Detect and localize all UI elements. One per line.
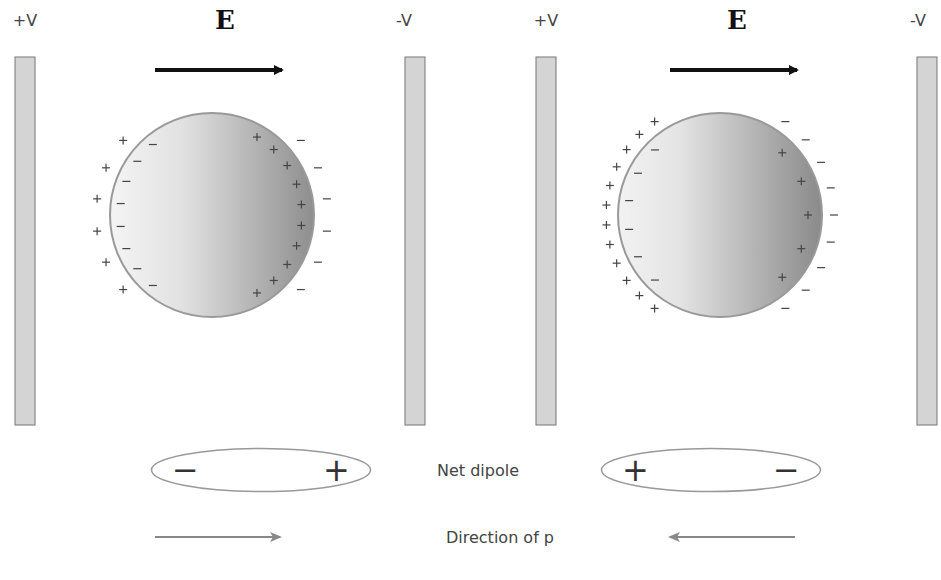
charge-stroke <box>781 308 789 309</box>
charge-stroke <box>802 290 810 291</box>
charge-stroke <box>301 221 302 229</box>
dipole-caption: Net dipole <box>437 461 519 480</box>
charge-stroke <box>606 201 607 209</box>
charge-stroke <box>122 248 130 249</box>
charge-stroke <box>827 187 835 188</box>
charge-stroke <box>273 276 274 284</box>
charge-stroke <box>606 221 607 229</box>
voltage-label: +V <box>13 11 37 30</box>
charge-stroke <box>651 279 659 280</box>
charge-stroke <box>802 139 810 140</box>
charge-stroke <box>639 292 640 300</box>
charge-stroke <box>616 163 617 171</box>
charge-stroke <box>287 260 288 268</box>
direction-caption: Direction of p <box>446 528 554 547</box>
charge-stroke <box>117 226 125 227</box>
charge-marks <box>93 118 838 313</box>
charge-stroke <box>323 231 331 232</box>
charge-stroke <box>609 181 610 189</box>
charge-stroke <box>296 242 297 250</box>
charge-stroke <box>634 256 642 257</box>
charge-stroke <box>105 258 106 266</box>
charge-stroke <box>639 130 640 138</box>
charge-stroke <box>651 149 659 150</box>
voltage-label: -V <box>396 11 412 30</box>
charge-stroke <box>97 195 98 203</box>
charge-stroke <box>256 133 257 141</box>
charge-stroke <box>654 304 655 312</box>
ellipse-shape <box>602 449 821 492</box>
charge-stroke <box>97 227 98 235</box>
field-arrows <box>155 68 797 72</box>
charge-stroke <box>807 211 808 219</box>
field-label: E <box>215 5 235 35</box>
charge-stroke <box>626 276 627 284</box>
charge-stroke <box>782 273 783 281</box>
charge-stroke <box>827 241 835 242</box>
voltage-label: +V <box>534 11 558 30</box>
charge-stroke <box>123 286 124 294</box>
charge-stroke <box>296 180 297 188</box>
charge-stroke <box>314 262 322 263</box>
charge-stroke <box>634 173 642 174</box>
charge-stroke <box>297 289 305 290</box>
charge-stroke <box>273 146 274 154</box>
plates <box>15 57 937 425</box>
charge-stroke <box>256 289 257 297</box>
charge-stroke <box>817 267 825 268</box>
charge-stroke <box>616 259 617 267</box>
charge-stroke <box>625 229 633 230</box>
charge-stroke <box>122 181 130 182</box>
charge-stroke <box>801 177 802 185</box>
field-label: E <box>727 5 747 35</box>
dipole-sign: − <box>172 454 199 486</box>
charge-stroke <box>123 136 124 144</box>
charge-stroke <box>314 167 322 168</box>
dipole-ellipse: +− <box>600 447 822 493</box>
dipole-ellipse: −+ <box>150 447 372 493</box>
dipole-sign: + <box>323 454 350 486</box>
charge-stroke <box>301 201 302 209</box>
dipole-sign: − <box>773 454 800 486</box>
charge-stroke <box>149 285 157 286</box>
charge-stroke <box>133 161 141 162</box>
sphere <box>110 113 314 317</box>
voltage-label: -V <box>910 11 926 30</box>
dipole-sign: + <box>622 454 649 486</box>
charge-stroke <box>297 140 305 141</box>
charge-stroke <box>625 200 633 201</box>
charge-stroke <box>609 241 610 249</box>
charge-stroke <box>105 164 106 172</box>
charge-stroke <box>801 245 802 253</box>
charge-stroke <box>626 146 627 154</box>
charge-stroke <box>830 214 838 215</box>
charge-stroke <box>287 162 288 170</box>
charge-stroke <box>654 118 655 126</box>
charge-stroke <box>817 162 825 163</box>
charge-stroke <box>117 203 125 204</box>
sphere <box>618 113 822 317</box>
charge-stroke <box>149 144 157 145</box>
charge-stroke <box>133 268 141 269</box>
charge-stroke <box>781 121 789 122</box>
ellipse-shape <box>152 449 371 492</box>
charge-stroke <box>782 149 783 157</box>
charge-stroke <box>323 198 331 199</box>
